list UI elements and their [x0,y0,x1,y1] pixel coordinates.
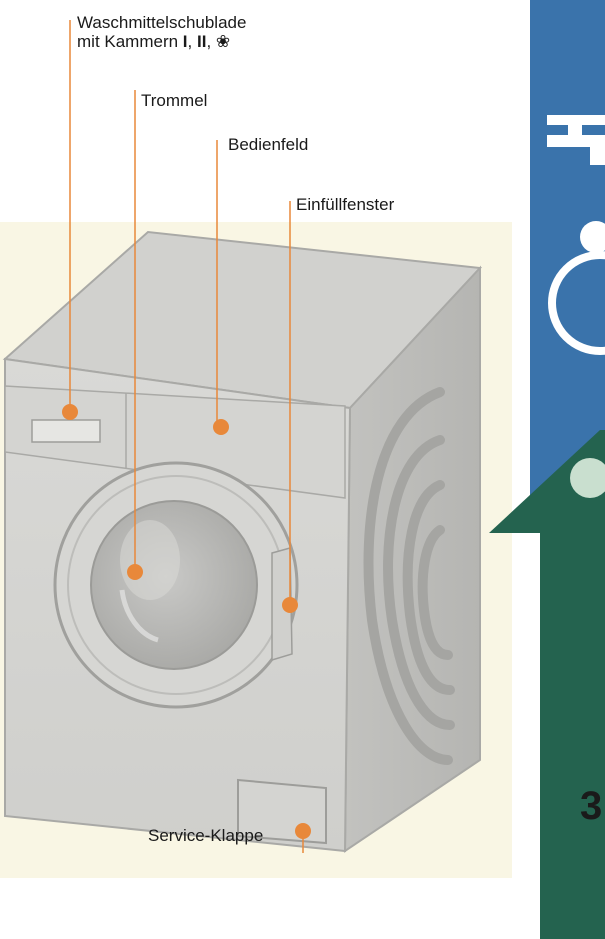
label-door: Einfüllfenster [296,195,395,214]
arrow-up-icon [489,430,605,533]
door-handle [271,547,293,662]
door-glass [90,500,258,670]
page-number: 3 [580,784,603,828]
label-control-panel: Bedienfeld [228,135,309,154]
label-service-flap: Service-Klappe [148,826,264,845]
chamber-2: II [196,32,207,51]
drawer-handle [31,419,101,443]
chamber-1: I [182,32,188,51]
sidebar-green-panel [540,530,605,939]
label-drawer-line1: Waschmittelschublade [77,13,247,32]
sidebar-dot-icon [570,458,605,498]
label-drawer: Waschmittelschublade mit Kammern I, II, … [77,13,246,51]
callout-dot-door [282,597,298,613]
side-spiral [363,387,455,765]
callout-dot-drawer [62,404,78,420]
label-drawer-line2: mit Kammern I, II, ❀ [77,32,231,51]
callout-dot-panel [213,419,229,435]
softener-symbol-icon: ❀ [215,32,231,51]
water-tap-icon [547,115,605,165]
callout-dot-service [295,823,311,839]
label-drum: Trommel [141,91,208,110]
callout-dot-drum [127,564,143,580]
control-strip [4,385,346,499]
info-icon [548,221,605,355]
sidebar-blue-panel [530,0,605,520]
